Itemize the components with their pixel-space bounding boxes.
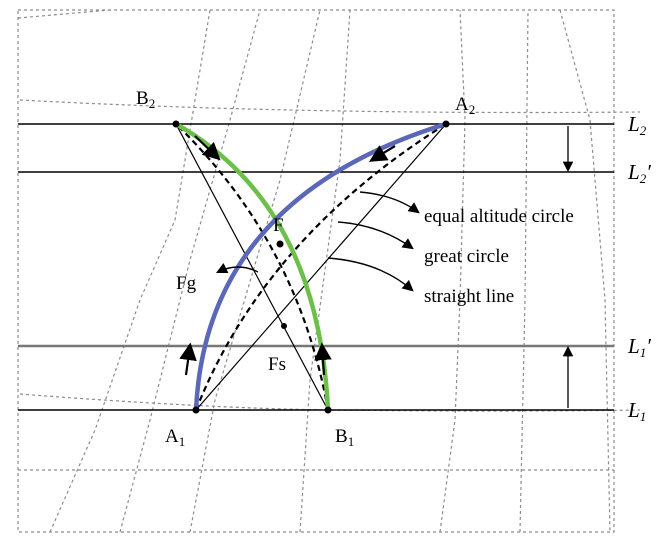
grid-line bbox=[189, 9, 321, 533]
point-Fs bbox=[281, 323, 287, 329]
label-B2: B2 bbox=[136, 88, 155, 111]
grid-line bbox=[19, 99, 641, 114]
label-L1-prime: L1′ bbox=[627, 334, 651, 360]
label-L1: L1 bbox=[627, 398, 646, 424]
direction-arrow bbox=[314, 342, 332, 376]
frame-border bbox=[17, 9, 615, 533]
label-straight-line: straight line bbox=[424, 286, 514, 307]
direction-arrow bbox=[194, 135, 221, 161]
grid-line bbox=[119, 9, 261, 533]
label-Fg: Fg bbox=[176, 273, 197, 294]
label-equal-altitude-circle: equal altitude circle bbox=[424, 206, 574, 227]
point-B2 bbox=[172, 120, 180, 128]
grid-line bbox=[439, 9, 466, 533]
grid-line bbox=[299, 9, 351, 533]
graticule bbox=[17, 9, 641, 533]
direction-arrow bbox=[368, 145, 396, 162]
grid-line bbox=[559, 9, 611, 533]
label-L2: L2 bbox=[627, 112, 647, 138]
point-F bbox=[276, 240, 284, 248]
point-A2 bbox=[442, 120, 450, 128]
label-Fs: Fs bbox=[268, 354, 286, 375]
grid-line bbox=[19, 393, 641, 412]
point-A1 bbox=[192, 406, 200, 414]
pointer-great-circle bbox=[337, 221, 414, 250]
straight-line-B1-B2 bbox=[175, 123, 329, 411]
grid-line bbox=[17, 9, 111, 19]
label-F: F bbox=[273, 215, 284, 236]
label-B1: B1 bbox=[335, 426, 354, 449]
grid-line bbox=[49, 9, 211, 533]
point-B1 bbox=[324, 406, 332, 414]
label-L2-prime: L2′ bbox=[627, 160, 651, 186]
label-great-circle: great circle bbox=[424, 246, 509, 267]
straight-line-A1-A2 bbox=[195, 123, 447, 411]
pointer-Fg bbox=[215, 262, 259, 274]
direction-arrow bbox=[179, 342, 197, 376]
pointer-straight-line bbox=[327, 257, 414, 292]
label-A1: A1 bbox=[165, 426, 185, 449]
label-A2: A2 bbox=[455, 94, 475, 117]
grid-line bbox=[519, 9, 529, 533]
pointer-equal-altitude bbox=[359, 191, 420, 214]
